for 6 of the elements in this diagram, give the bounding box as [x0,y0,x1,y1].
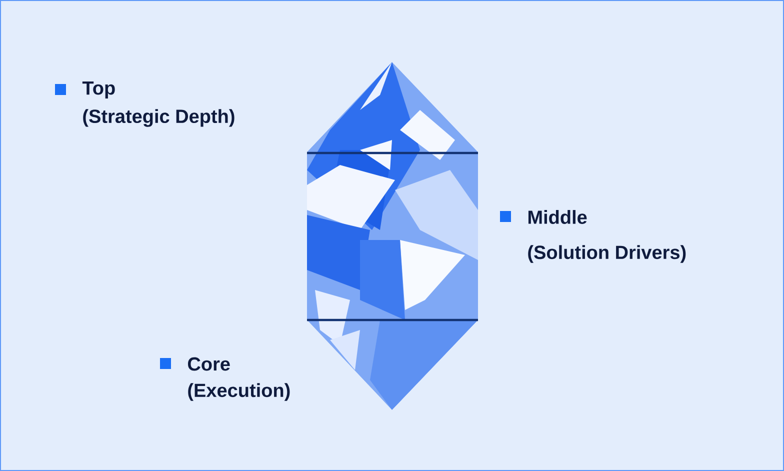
label-text: Top [82,82,115,98]
label-text: Core [188,357,230,371]
label-text: Middle [528,210,587,224]
label-text: (Solution Drivers) [528,245,686,263]
label-text: (Execution) [188,383,290,401]
label-text: (Strategic Depth) [83,109,234,127]
